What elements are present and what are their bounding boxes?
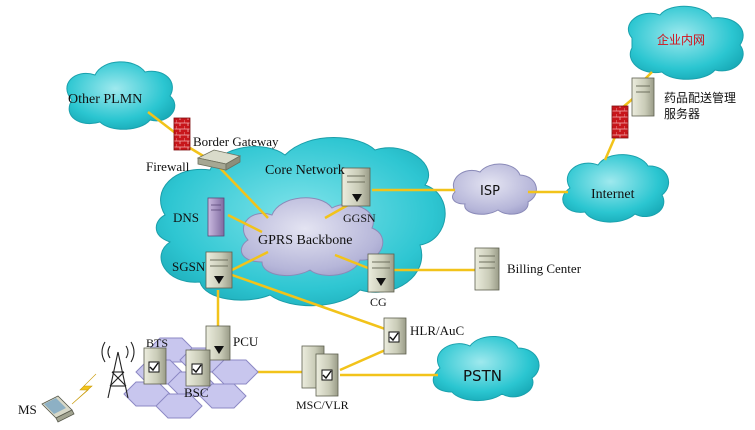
billing-center-server-icon: [474, 247, 500, 291]
bsc-server-icon: [185, 349, 211, 387]
label-firewall: Firewall: [146, 159, 190, 174]
label-pharma-server-line1: 药品配送管理: [664, 90, 736, 105]
link-sgsn-hlr: [231, 273, 389, 332]
internet-cloud: [562, 154, 670, 223]
label-cg: CG: [370, 295, 387, 309]
bts-server-icon: [143, 347, 167, 385]
link-backbone-cg: [334, 253, 369, 270]
link-plmn-firewall: [147, 111, 179, 136]
sgsn-server-icon: [205, 251, 233, 289]
label-msc-vlr: MSC/VLR: [296, 398, 349, 412]
label-internet: Internet: [591, 187, 635, 202]
gprs-backbone-cloud: [240, 197, 384, 276]
cg-server-icon: [367, 253, 395, 293]
link-ggsn-backbone: [324, 203, 349, 220]
lightning-icon: [71, 373, 97, 405]
label-pstn: PSTN: [463, 367, 502, 385]
label-bsc: BSC: [184, 385, 209, 400]
label-isp: ISP: [480, 184, 500, 199]
laptop-icon: [41, 395, 75, 423]
radio-tower-icon: [101, 341, 135, 399]
border-firewall-icon: [173, 117, 191, 151]
ggsn-server-icon: [341, 167, 371, 207]
label-billing-center: Billing Center: [507, 261, 582, 276]
router-icon: [196, 149, 242, 171]
connection-lines: [147, 71, 653, 377]
label-bts: BTS: [146, 336, 168, 350]
label-border-gateway: Border Gateway: [193, 134, 279, 149]
pstn-cloud: [432, 335, 540, 401]
label-core-network: Core Network: [265, 163, 345, 178]
label-ggsn: GGSN: [343, 211, 376, 225]
link-backbone-sgsn: [231, 250, 269, 272]
label-pcu: PCU: [233, 334, 259, 349]
label-sgsn: SGSN: [172, 259, 206, 274]
msc-vlr-server-icon: [301, 345, 339, 397]
label-ms: MS: [18, 402, 37, 417]
link-hlr-msc: [339, 346, 391, 372]
enterprise-cloud: [627, 5, 744, 80]
hlr-auc-server-icon: [383, 317, 407, 355]
label-other-plmn: Other PLMN: [68, 92, 142, 107]
link-dns-backbone: [227, 213, 263, 234]
pharma-server-icon: [631, 77, 655, 117]
label-pharma-server-line2: 服务器: [664, 106, 700, 121]
link-router-backbone: [219, 167, 269, 219]
dns-server-icon: [207, 197, 225, 237]
label-gprs-backbone: GPRS Backbone: [258, 233, 353, 248]
label-dns: DNS: [173, 210, 199, 225]
label-enterprise: 企业内网: [657, 32, 705, 47]
isp-cloud: [452, 163, 537, 215]
label-hlr-auc: HLR/AuC: [410, 323, 464, 338]
enterprise-firewall-icon: [611, 105, 629, 139]
